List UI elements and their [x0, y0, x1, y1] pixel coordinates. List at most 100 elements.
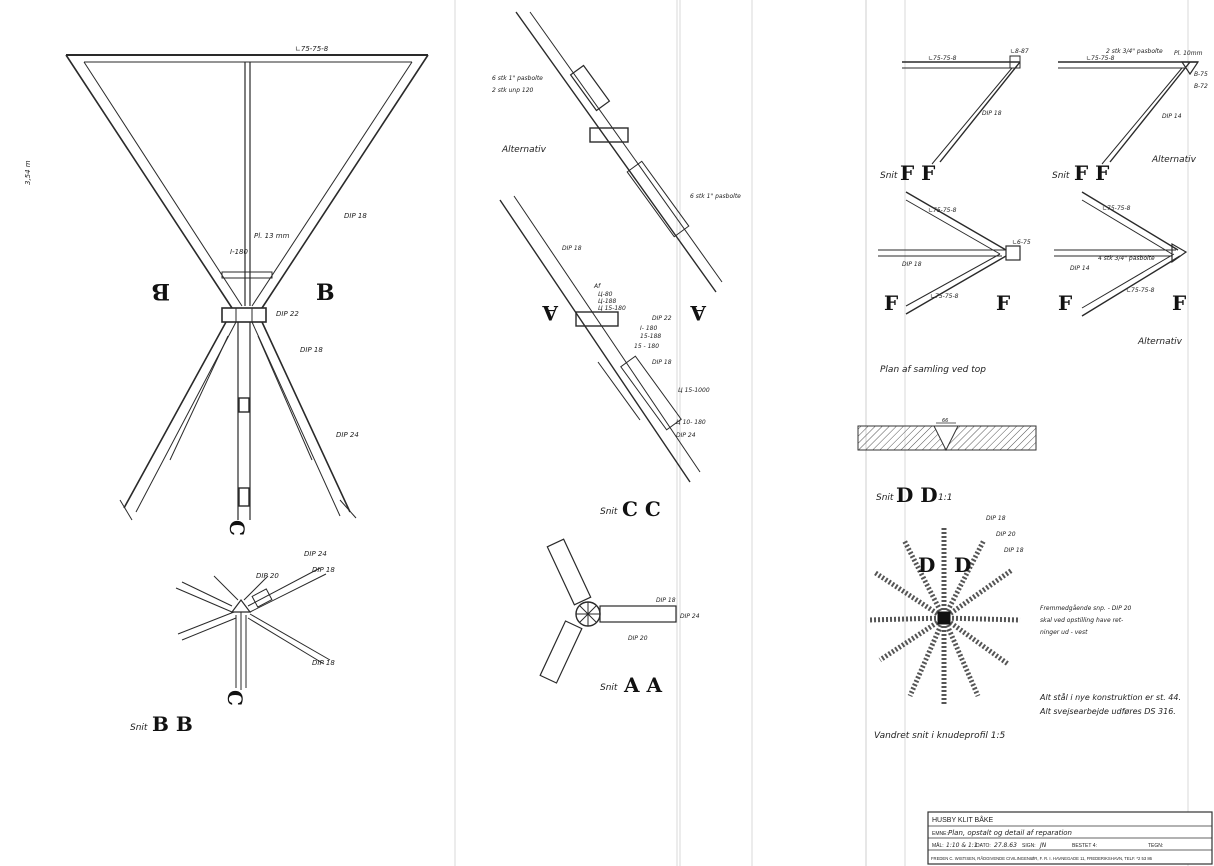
label-ff-alt-mark2: B-72: [1194, 83, 1208, 90]
snit-cc-title: C C: [622, 497, 661, 521]
section-bb-drawing: [175, 567, 331, 690]
snit-cc-word: Snit: [600, 507, 618, 517]
cc-notes: Af Ц-80 Ц-188 Ц 15-180 DIP 22 I- 180 15-…: [593, 283, 710, 439]
label-aa-dip18: DIP 18: [656, 597, 676, 604]
knude-mark: DIP 18: [1004, 547, 1024, 554]
snit-bb-word: Snit: [130, 723, 148, 733]
label-plan-dip18: DIP 18: [902, 261, 922, 268]
label-unp120: 2 stk unp 120: [492, 87, 534, 94]
left-dimension: 3,54 m: [24, 160, 32, 185]
title-subject-label: EMNE:: [932, 831, 948, 837]
section-marker-b-left: B: [151, 278, 170, 304]
label-plan-alt-angle-a: ∟75-75-8: [1102, 205, 1131, 212]
knude-marker-d-right: D: [954, 553, 971, 577]
knude-profile-drawing: [867, 526, 1021, 704]
title-sheet-label: BESTET 4:: [1072, 843, 1097, 849]
section-marker-c-top: C: [225, 520, 249, 536]
label-ff-alt-bolt: 2 stk 3/4" pasbolte: [1106, 48, 1163, 55]
label-bb-dip20: DIP 20: [256, 572, 279, 580]
title-drawn-label: TEGN:: [1148, 843, 1163, 849]
label-plate-13: Pl. 13 mm: [254, 232, 290, 240]
plan-top-alt-drawing: [1054, 191, 1188, 317]
title-firm: FREDEN C. WISTISEN, RÅDGIVENDE CIVILINGE…: [931, 856, 1153, 861]
cc-note: Ц 15-180: [598, 305, 626, 312]
sheet-fold-lines: [454, 0, 1189, 866]
cc-note: DIP 18: [652, 359, 672, 366]
section-aa-drawing: [539, 538, 677, 684]
label-dip18-lower: DIP 18: [300, 346, 323, 354]
snit-aa-word: Snit: [600, 683, 618, 693]
cc-note: Ц 10- 180: [676, 419, 706, 426]
snit-dd-scale: 1:1: [938, 493, 952, 503]
plan-marker-f-left: F: [884, 291, 898, 315]
label-bb-dip18: DIP 18: [312, 566, 335, 574]
snit-ff-alt-word: Snit: [1052, 171, 1070, 181]
snit-ff-word: Snit: [880, 171, 898, 181]
cc-note: DIP 22: [652, 315, 672, 322]
label-dip24: DIP 24: [336, 431, 359, 439]
label-dip22: DIP 22: [276, 310, 299, 318]
knude-mark: DIP 18: [986, 515, 1006, 522]
knude-note-line: ninger ud - vest: [1040, 629, 1088, 636]
label-ff-angle: ∟75-75-8: [928, 55, 957, 62]
plan-top-drawing: [878, 191, 1021, 315]
label-aa-dip24: DIP 24: [680, 613, 700, 620]
knude-note-line: skal ved opstilling have ret-: [1040, 617, 1123, 624]
label-top-angle: ∟75-75-8: [295, 45, 329, 53]
section-dd-drawing: [857, 422, 1037, 452]
snit-aa-title: A A: [623, 673, 662, 697]
title-block: [927, 811, 1213, 865]
title-date: 27.8.63: [994, 842, 1017, 849]
label-plan-angle-a: ∟75-75-8: [928, 207, 957, 214]
plan-alt-marker-f-right: F: [1172, 291, 1186, 315]
label-bb-dip18b: DIP 18: [312, 659, 335, 667]
steel-note-line: Alt svejsearbejde udføres DS 316.: [1039, 707, 1176, 716]
label-ff-l887: ∟8-87: [1010, 48, 1029, 55]
cc-note: 15-188: [640, 333, 661, 340]
section-marker-c-bottom: C: [223, 690, 247, 706]
plan-alt-marker-f-left: F: [1058, 291, 1072, 315]
label-dip18-upper: DIP 18: [344, 212, 367, 220]
label-dip18-cc: DIP 18: [562, 245, 582, 252]
label-plan-alt-dip14: DIP 14: [1070, 265, 1090, 272]
label-plan-angle-b: ∟75-75-8: [930, 293, 959, 300]
cc-note: DIP 24: [676, 432, 696, 439]
label-ff-alt-mark1: B-75: [1194, 71, 1208, 78]
title-project: HUSBY KLIT BÅKE: [932, 815, 994, 824]
label-bolt6-lower: 6 stk 1" pasbolte: [690, 193, 741, 200]
label-ff-alt-plate: Pl. 10mm: [1174, 50, 1203, 57]
label-ff-alt-dip14: DIP 14: [1162, 113, 1182, 120]
label-plan-alt-bolt: 4 stk 3/4" pasbolte: [1098, 255, 1155, 262]
cc-note: Af: [593, 283, 601, 290]
label-plan-alternativ: Alternativ: [1137, 337, 1183, 347]
label-i180: I-180: [230, 248, 248, 256]
section-marker-b-right: B: [316, 280, 335, 306]
snit-dd-word: Snit: [876, 493, 894, 503]
knude-caption: Vandret snit i knudeprofil 1:5: [874, 731, 1006, 741]
section-cc-drawing: [499, 11, 723, 483]
section-marker-a-right: A: [690, 301, 707, 325]
section-ff-drawing: [902, 55, 1021, 165]
cc-note: 15 - 180: [634, 343, 659, 350]
label-plan-alt-angle-b: ∟75-75-8: [1126, 287, 1155, 294]
label-plan-l675: ∟6-75: [1012, 239, 1031, 246]
title-sign: JN: [1039, 842, 1047, 849]
cc-note: Ц 15-1000: [678, 387, 710, 394]
plan-marker-f-right: F: [996, 291, 1010, 315]
label-ff-alt-alternativ: Alternativ: [1151, 155, 1197, 165]
knude-mark: DIP 20: [996, 531, 1016, 538]
label-ff-alt-angle: ∟75-75-8: [1086, 55, 1115, 62]
label-dd-dim: 66: [942, 418, 948, 424]
title-subject: Plan, opstalt og detail af reparation: [948, 829, 1072, 837]
elevation-view: [65, 54, 429, 521]
snit-ff-title: F F: [900, 161, 935, 185]
label-aa-dip20: DIP 20: [628, 635, 648, 642]
title-sign-label: SIGN:: [1022, 843, 1036, 849]
cc-note: Ц-80: [598, 291, 613, 298]
label-bb-dip24: DIP 24: [304, 550, 327, 558]
title-date-label: DATO:: [976, 843, 991, 849]
section-ff-alt-drawing: [1058, 61, 1200, 165]
label-ff-dip18: DIP 18: [982, 110, 1002, 117]
snit-ff-alt-title: F F: [1074, 161, 1109, 185]
